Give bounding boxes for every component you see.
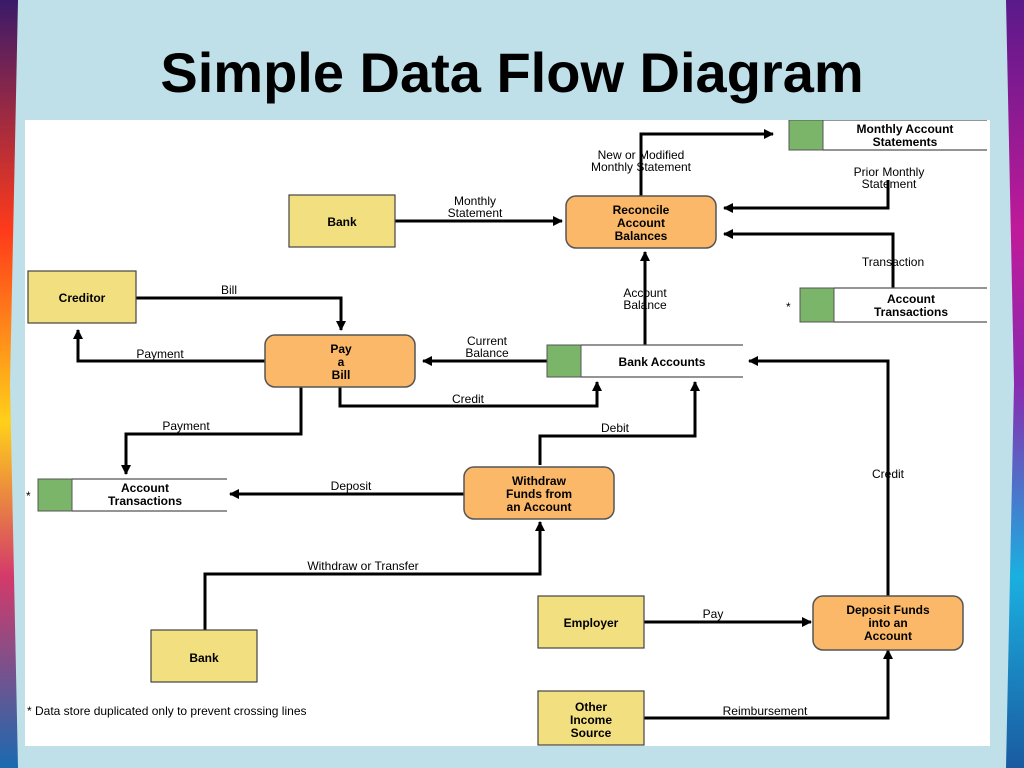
entity-other-income-label-1: Other [575,700,607,714]
data-flow-diagram: Bank Creditor Bank Employer Other Income… [26,119,987,746]
store-account-transactions-left-label-2: Transactions [108,494,182,508]
flow-label-account-balance-2: Balance [623,298,667,312]
footnote: * Data store duplicated only to prevent … [27,704,307,718]
process-withdraw-label-1: Withdraw [512,474,567,488]
process-reconcile-label-2: Account [617,216,665,230]
flow-label-deposit: Deposit [331,479,372,493]
flow-payment-creditor [73,329,265,363]
flow-label-credit-deposit: Credit [872,467,905,481]
flow-label-prior-monthly-2: Statement [862,177,917,191]
entity-bank-top [288,194,396,248]
flow-label-bill: Bill [221,283,237,297]
flow-label-withdraw-transfer: Withdraw or Transfer [307,559,418,573]
entity-bank-bottom [150,629,258,683]
flow-payment-transactions [121,387,303,475]
slide-title: Simple Data Flow Diagram [160,41,864,104]
process-deposit [812,595,964,651]
process-pay-bill-label-3: Bill [332,368,351,382]
flow-label-debit: Debit [601,421,630,435]
flow-credit-pay [338,381,602,408]
flow-label-monthly-statement-1: Monthly [454,194,496,208]
store-account-transactions-right [799,287,987,323]
process-deposit-label-1: Deposit Funds [846,603,930,617]
store-monthly-statements [788,119,987,151]
flow-label-account-balance-1: Account [623,286,667,300]
process-withdraw [463,466,615,520]
entity-creditor-label: Creditor [59,291,106,305]
store-monthly-statements-label-1: Monthly Account [857,122,954,136]
flow-prior-monthly-statement [723,180,890,213]
store-account-transactions-right-label-1: Account [887,292,935,306]
entity-other-income-label-3: Source [571,726,612,740]
process-reconcile [565,195,717,249]
flow-label-new-modified-2: Monthly Statement [591,160,692,174]
store-account-transactions-left [37,478,227,512]
entity-employer-label: Employer [564,616,619,630]
flow-credit-deposit [748,356,890,596]
entity-other-income [537,690,645,746]
flow-withdraw-transfer [203,521,545,630]
store-duplicate-marker-right: * [786,300,791,314]
flow-label-reimbursement: Reimbursement [723,704,808,718]
store-monthly-statements-label-2: Statements [873,135,938,149]
store-account-transactions-right-label-2: Transactions [874,305,948,319]
flow-label-payment-transactions: Payment [162,419,210,433]
process-deposit-label-3: Account [864,629,912,643]
store-bank-accounts [546,344,743,378]
store-bank-accounts-label: Bank Accounts [619,355,706,369]
flow-label-prior-monthly-1: Prior Monthly [854,165,925,179]
left-border-decoration [0,0,18,768]
flow-label-credit-pay: Credit [452,392,485,406]
flow-debit [538,381,700,465]
flow-transaction [723,229,895,288]
flow-bill [136,296,346,331]
process-reconcile-label-1: Reconcile [613,203,670,217]
process-pay-bill [264,334,416,388]
process-pay-bill-label-2: a [338,355,345,369]
entity-bank-bottom-label: Bank [189,651,219,665]
store-duplicate-marker-left: * [26,489,31,503]
flow-label-pay: Pay [703,607,724,621]
flow-reimbursement [644,649,893,720]
entity-bank-top-label: Bank [327,215,357,229]
flow-label-payment-creditor: Payment [136,347,184,361]
diagram-panel: Bank Creditor Bank Employer Other Income… [25,119,990,746]
flow-label-current-balance-1: Current [467,334,508,348]
flow-label-monthly-statement-2: Statement [448,206,503,220]
entity-other-income-label-2: Income [570,713,612,727]
process-reconcile-label-3: Balances [615,229,668,243]
flow-new-modified-statement [639,129,774,196]
flow-label-current-balance-2: Balance [465,346,509,360]
flow-label-transaction: Transaction [862,255,924,269]
entity-creditor [27,270,137,324]
right-border-decoration [1006,0,1024,768]
process-pay-bill-label-1: Pay [330,342,352,356]
flow-label-new-modified-1: New or Modified [598,148,685,162]
process-withdraw-label-3: an Account [507,500,572,514]
entity-employer [537,595,645,649]
process-withdraw-label-2: Funds from [506,487,572,501]
store-account-transactions-left-label-1: Account [121,481,169,495]
process-deposit-label-2: into an [868,616,907,630]
